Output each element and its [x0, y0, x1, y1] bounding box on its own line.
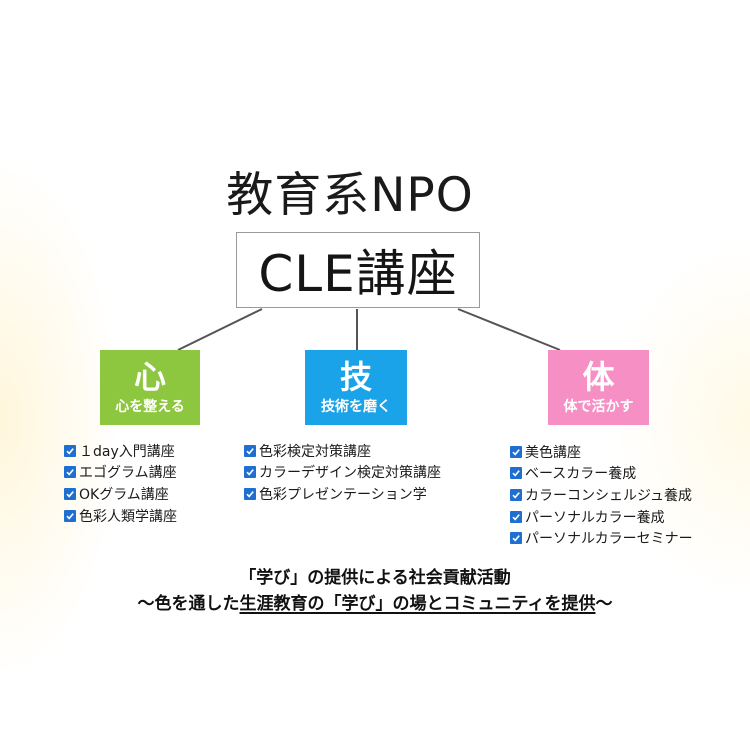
checkbox-checked-icon — [244, 444, 256, 457]
list-item-label: カラーコンシェルジュ養成 — [525, 487, 693, 504]
course-title-box: CLE講座 — [236, 232, 480, 308]
tagline-emphasis: 生涯教育の「学び」の場とコミュニティを提供 — [239, 594, 596, 614]
category-skill: 技 技術を磨く — [305, 350, 407, 425]
checkbox-checked-icon — [510, 532, 522, 545]
list-item: ベースカラー養成 — [510, 463, 693, 485]
summary: 「学び」の提供による社会貢献活動 〜色を通した生涯教育の「学び」の場とコミュニテ… — [0, 565, 750, 617]
category-body: 体 体で活かす — [548, 350, 649, 425]
list-item: 美色講座 — [510, 441, 693, 463]
list-item: カラーコンシェルジュ養成 — [510, 484, 693, 506]
list-item-label: パーソナルカラー養成 — [525, 509, 665, 526]
list-item: 色彩人類学講座 — [64, 505, 177, 527]
checkbox-checked-icon — [244, 466, 256, 479]
category-subtitle: 技術を磨く — [321, 398, 391, 415]
list-item-label: カラーデザイン検定対策講座 — [259, 465, 441, 482]
list-item-label: 色彩検定対策講座 — [259, 443, 371, 460]
list-item-label: １day入門講座 — [79, 443, 175, 460]
tagline-suffix: 〜 — [595, 594, 613, 614]
checkbox-checked-icon — [64, 444, 76, 457]
category-mind: 心 心を整える — [100, 350, 200, 425]
list-item: パーソナルカラーセミナー — [510, 527, 693, 549]
category-subtitle: 心を整える — [115, 398, 185, 415]
list-item: エゴグラム講座 — [64, 462, 177, 484]
summary-tagline: 〜色を通した生涯教育の「学び」の場とコミュニティを提供〜 — [0, 591, 750, 617]
tagline-prefix: 〜色を通した — [137, 594, 240, 614]
course-list-mind: １day入門講座 エゴグラム講座 OKグラム講座 色彩人類学講座 — [64, 440, 177, 526]
checkbox-checked-icon — [510, 467, 522, 480]
list-item-label: ベースカラー養成 — [525, 466, 637, 483]
list-item: １day入門講座 — [64, 440, 177, 462]
list-item-label: OKグラム講座 — [79, 486, 169, 503]
checkbox-checked-icon — [244, 487, 256, 500]
course-list-skill: 色彩検定対策講座 カラーデザイン検定対策講座 色彩プレゼンテーション学 — [244, 440, 441, 505]
list-item: 色彩プレゼンテーション学 — [244, 483, 441, 505]
list-item: 色彩検定対策講座 — [244, 440, 441, 462]
category-kanji: 技 — [339, 357, 372, 396]
checkbox-checked-icon — [64, 509, 76, 522]
course-title: CLE講座 — [258, 245, 458, 303]
list-item: カラーデザイン検定対策講座 — [244, 462, 441, 484]
checkbox-checked-icon — [64, 466, 76, 479]
org-title: 教育系NPO — [226, 168, 474, 223]
list-item-label: パーソナルカラーセミナー — [525, 531, 693, 548]
list-item: パーソナルカラー養成 — [510, 506, 693, 528]
list-item-label: 美色講座 — [525, 444, 581, 461]
list-item-label: エゴグラム講座 — [79, 465, 177, 482]
summary-headline: 「学び」の提供による社会貢献活動 — [239, 568, 511, 588]
course-list-body: 美色講座 ベースカラー養成 カラーコンシェルジュ養成 パーソナルカラー養成 パー… — [510, 441, 693, 549]
category-subtitle: 体で活かす — [563, 398, 634, 415]
connector-mind — [177, 308, 263, 351]
list-item-label: 色彩プレゼンテーション学 — [259, 486, 427, 503]
connector-body — [457, 308, 561, 351]
category-kanji: 体 — [582, 357, 615, 396]
checkbox-checked-icon — [510, 488, 522, 501]
list-item: OKグラム講座 — [64, 483, 177, 505]
checkbox-checked-icon — [510, 445, 522, 458]
category-kanji: 心 — [133, 357, 166, 396]
checkbox-checked-icon — [64, 487, 76, 500]
list-item-label: 色彩人類学講座 — [79, 508, 177, 525]
checkbox-checked-icon — [510, 510, 522, 523]
